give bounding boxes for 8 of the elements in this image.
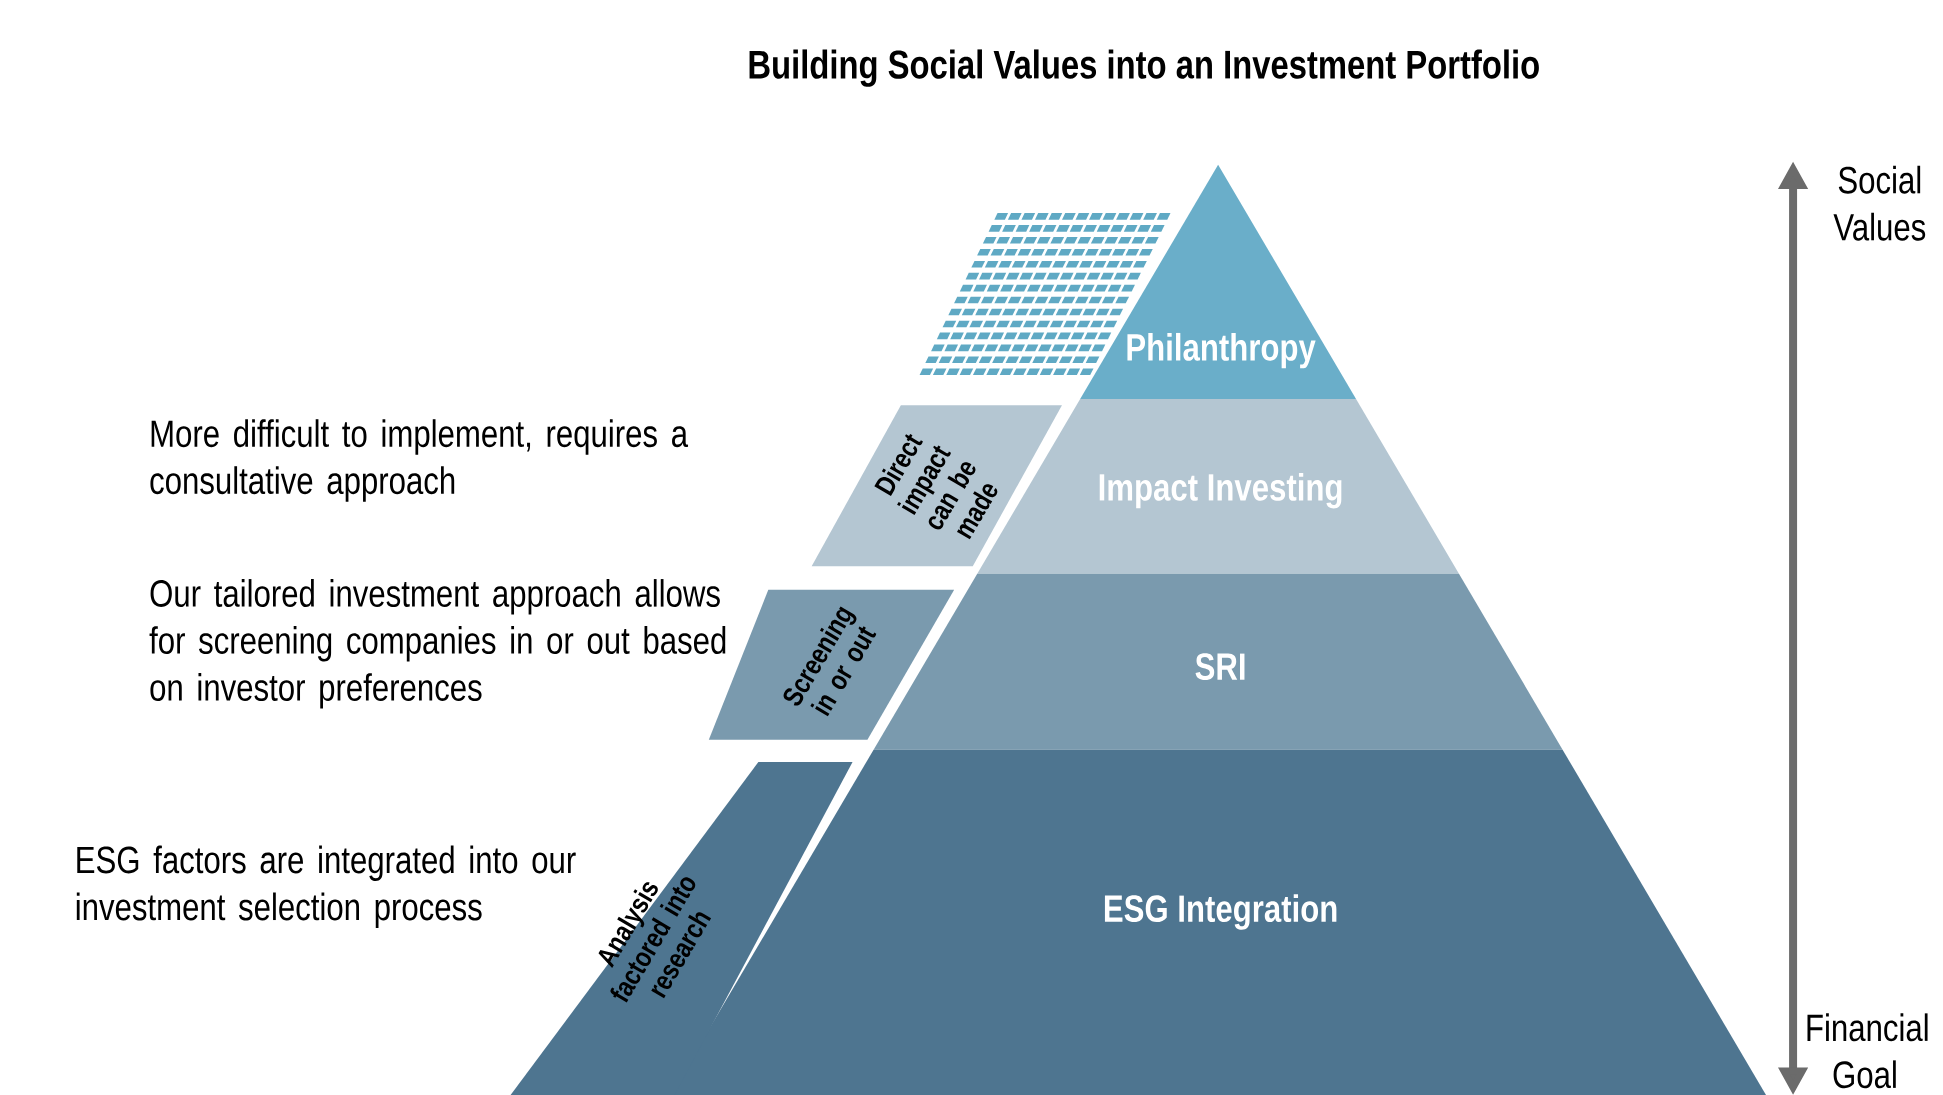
node-label: SRI [1195,653,1245,680]
note-text: ESG factors are integrated into our investment selection process [76,845,576,928]
title: Building Social Values into an Investment Portfolio [749,49,1539,87]
node-label: Impact Investing [1099,472,1342,509]
pyramid-tier: Philanthropy [1080,164,1357,399]
node-label: ESG Integration [1104,894,1337,930]
note-text: More difficult to implement, requires a consultative approach [150,419,689,502]
axis-label: Social Values [1833,165,1926,241]
